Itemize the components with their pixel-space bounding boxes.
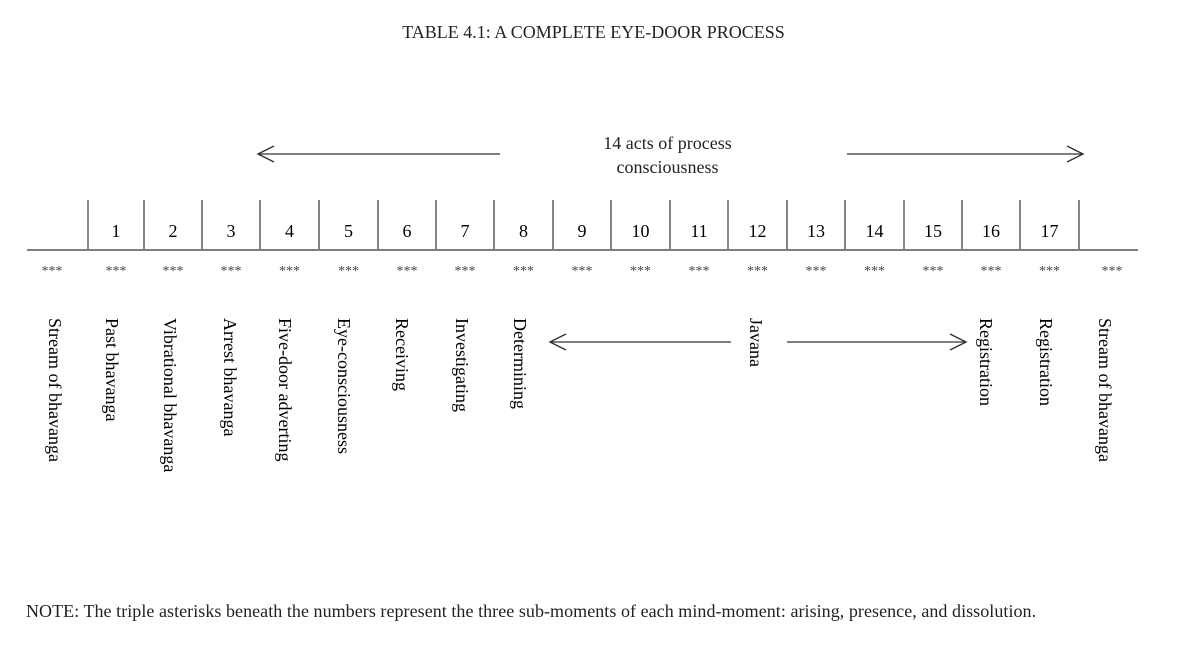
process-span-label-line1: 14 acts of process <box>603 133 732 153</box>
moment-number: 16 <box>982 221 1000 241</box>
sub-moment-asterisks: *** <box>806 264 827 279</box>
sub-moment-asterisks: *** <box>455 264 476 279</box>
moment-number: 13 <box>807 221 825 241</box>
moment-number: 2 <box>169 221 178 241</box>
sub-moment-asterisks: *** <box>747 264 768 279</box>
sub-moment-asterisks: *** <box>981 264 1002 279</box>
moment-label: Stream of bhavanga <box>45 318 65 462</box>
moment-number: 6 <box>403 221 412 241</box>
moment-label: Stream of bhavanga <box>1095 318 1115 462</box>
moment-number: 8 <box>519 221 528 241</box>
javana-arrow-right-head <box>949 333 968 351</box>
moment-label: Registration <box>1036 318 1056 406</box>
sub-moment-asterisks: *** <box>163 264 184 279</box>
span-arrow-left-head <box>256 145 275 163</box>
footnote: NOTE: The triple asterisks beneath the n… <box>26 601 1037 621</box>
sub-moment-asterisks: *** <box>923 264 944 279</box>
moment-number: 3 <box>227 221 236 241</box>
moment-label: Past bhavanga <box>102 318 122 421</box>
moment-number: 9 <box>578 221 587 241</box>
moment-label: Five-door adverting <box>275 318 295 461</box>
moment-number: 10 <box>632 221 650 241</box>
moment-number: 1 <box>112 221 121 241</box>
moment-number: 4 <box>285 221 294 241</box>
moment-number: 17 <box>1041 221 1059 241</box>
moment-label: Arrest bhavanga <box>220 318 240 436</box>
sub-moment-asterisks: *** <box>42 264 63 279</box>
diagram-title: TABLE 4.1: A COMPLETE EYE-DOOR PROCESS <box>402 22 785 42</box>
moment-number: 5 <box>344 221 353 241</box>
process-span-label: 14 acts of process consciousness <box>560 131 775 179</box>
sub-moment-asterisks: *** <box>689 264 710 279</box>
sub-moment-asterisks: *** <box>630 264 651 279</box>
sub-moment-asterisks: *** <box>513 264 534 279</box>
sub-moment-asterisks: *** <box>338 264 359 279</box>
moment-label: Registration <box>976 318 996 406</box>
moment-number: 7 <box>461 221 470 241</box>
moment-number: 14 <box>866 221 884 241</box>
sub-moment-asterisks: *** <box>221 264 242 279</box>
sub-moment-asterisks: *** <box>106 264 127 279</box>
moment-number: 12 <box>749 221 767 241</box>
sub-moment-asterisks: *** <box>1039 264 1060 279</box>
sub-moment-asterisks: *** <box>279 264 300 279</box>
moment-label: Determining <box>510 318 530 409</box>
sub-moment-asterisks: *** <box>1102 264 1123 279</box>
process-span-label-line2: consciousness <box>616 157 719 177</box>
javana-arrow-left-head <box>548 333 567 351</box>
sub-moment-asterisks: *** <box>864 264 885 279</box>
sub-moment-asterisks: *** <box>397 264 418 279</box>
moment-label: Investigating <box>452 318 472 412</box>
moment-label: Receiving <box>392 318 412 391</box>
moment-label: Eye-consciousness <box>334 318 354 454</box>
sub-moment-asterisks: *** <box>572 264 593 279</box>
moment-label: Vibrational bhavanga <box>160 318 180 472</box>
moment-number: 15 <box>924 221 942 241</box>
span-arrow-right-head <box>1066 145 1085 163</box>
moment-label: Javana <box>746 318 766 367</box>
moment-number: 11 <box>690 221 707 241</box>
